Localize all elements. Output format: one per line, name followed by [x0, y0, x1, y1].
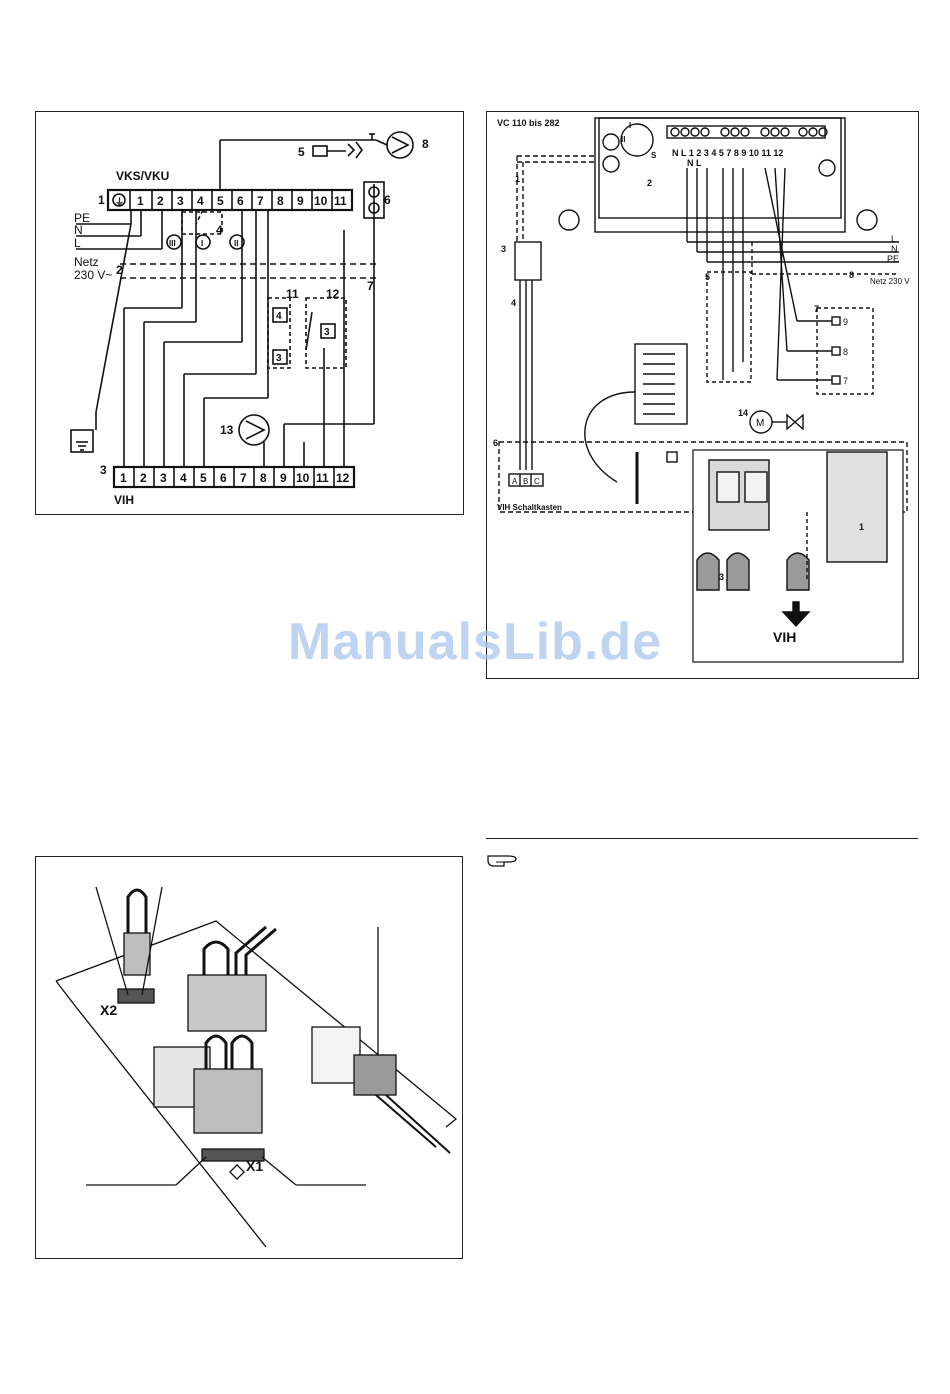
- callout: 13: [220, 423, 234, 437]
- top-terminal: 3: [177, 194, 184, 208]
- top-terminal: 2: [157, 194, 164, 208]
- nl-label: N L: [687, 158, 702, 168]
- wiring-diagram-vc-svg: VC 110 bis 282 N L 1 2 3 4 5 7 8 9 10 11…: [487, 112, 918, 678]
- callout: 8: [422, 137, 429, 151]
- wiring-diagram-vc: VC 110 bis 282 N L 1 2 3 4 5 7 8 9 10 11…: [486, 111, 919, 679]
- callout: 7: [814, 304, 819, 314]
- callout: 3: [100, 463, 107, 477]
- mains-line: L: [891, 234, 896, 244]
- mains-line: PE: [887, 254, 899, 264]
- callout: 2: [647, 178, 652, 188]
- bottom-terminal: 9: [280, 471, 287, 485]
- motor-label: M: [756, 418, 764, 429]
- bottom-terminal: 5: [200, 471, 207, 485]
- connector-x1-label: X1: [246, 1158, 263, 1174]
- callout: 14: [738, 408, 748, 418]
- circuit-board-illustration: X2 X1: [35, 856, 463, 1259]
- bottom-terminal: 1: [120, 471, 127, 485]
- bottom-terminal: 2: [140, 471, 147, 485]
- roman-label: II: [234, 239, 238, 248]
- callout: 5: [705, 272, 710, 282]
- bottom-terminal: 3: [160, 471, 167, 485]
- circuit-board-svg: X2 X1: [36, 857, 462, 1258]
- roman-label: III: [169, 239, 176, 248]
- callout: 12: [326, 287, 340, 301]
- callout: 5: [298, 145, 305, 159]
- callout: 3: [501, 244, 506, 254]
- wiring-diagram-vks-svg: VKS/VKU VIH PE N L Netz 230 V~ ⏚ 1 2 3 4…: [36, 112, 463, 514]
- top-terminal: 7: [257, 194, 264, 208]
- top-terminal: 1: [137, 194, 144, 208]
- callout: 4: [511, 298, 516, 308]
- callout: 11: [286, 287, 299, 301]
- svg-text:⏚: ⏚: [115, 197, 124, 207]
- label-netz: Netz: [74, 255, 99, 269]
- wiring-diagram-vks-vku: VKS/VKU VIH PE N L Netz 230 V~ ⏚ 1 2 3 4…: [35, 111, 464, 515]
- mains-label: Netz 230 V: [870, 277, 910, 286]
- terminal-label: 9: [843, 317, 848, 327]
- bottom-terminal: 12: [336, 471, 350, 485]
- callout: 1: [515, 174, 520, 184]
- bottom-terminal: 11: [316, 471, 329, 485]
- callout: 4: [216, 223, 223, 237]
- abc-label: A: [512, 477, 518, 486]
- label-n: N: [74, 223, 83, 237]
- terminal-row-label: N L 1 2 3 4 5 7 8 9 10 11 12: [672, 148, 783, 158]
- callout: 7: [367, 279, 374, 293]
- callout: 3: [719, 572, 724, 582]
- switch-label: II: [621, 135, 625, 144]
- callout: 6: [384, 193, 391, 207]
- top-terminal: 11: [334, 194, 347, 208]
- callout: 2: [116, 263, 123, 277]
- top-terminal: 9: [297, 194, 304, 208]
- label-l: L: [74, 236, 81, 250]
- header-vks-vku: VKS/VKU: [116, 169, 169, 183]
- roman-label: I: [201, 239, 203, 248]
- bottom-terminal: 4: [180, 471, 187, 485]
- header-vih: VIH: [114, 493, 134, 507]
- relay-label: 3: [276, 353, 282, 364]
- label-voltage: 230 V~: [74, 268, 112, 282]
- switch-label: I: [629, 121, 631, 130]
- abc-label: B: [523, 477, 528, 486]
- pointing-hand-icon: [486, 848, 522, 870]
- abc-label: C: [534, 477, 540, 486]
- callout: 6: [493, 438, 498, 448]
- watermark: ManualsLib.de: [0, 612, 950, 672]
- top-terminal: 5: [217, 194, 224, 208]
- relay-label: 4: [276, 311, 282, 322]
- diagram-title: VC 110 bis 282: [497, 118, 560, 128]
- top-terminal: 4: [197, 194, 204, 208]
- terminal-label: 7: [843, 376, 848, 386]
- bottom-terminal: 6: [220, 471, 227, 485]
- top-terminal: 8: [277, 194, 284, 208]
- bottom-terminal: 8: [260, 471, 267, 485]
- mains-line: N: [891, 244, 898, 254]
- box-label: VIH Schaltkasten: [497, 503, 562, 512]
- section-rule: [486, 838, 918, 839]
- connector-x2-label: X2: [100, 1002, 117, 1018]
- switch-label: S: [651, 151, 657, 160]
- callout: 1: [98, 193, 105, 207]
- top-terminal: 10: [314, 194, 328, 208]
- callout: 8: [849, 270, 854, 280]
- top-terminal: 6: [237, 194, 244, 208]
- terminal-label: 8: [843, 347, 848, 357]
- bottom-terminal: 10: [296, 471, 310, 485]
- bottom-terminal: 7: [240, 471, 247, 485]
- relay-label: 3: [324, 327, 330, 338]
- callout: 1: [859, 522, 864, 532]
